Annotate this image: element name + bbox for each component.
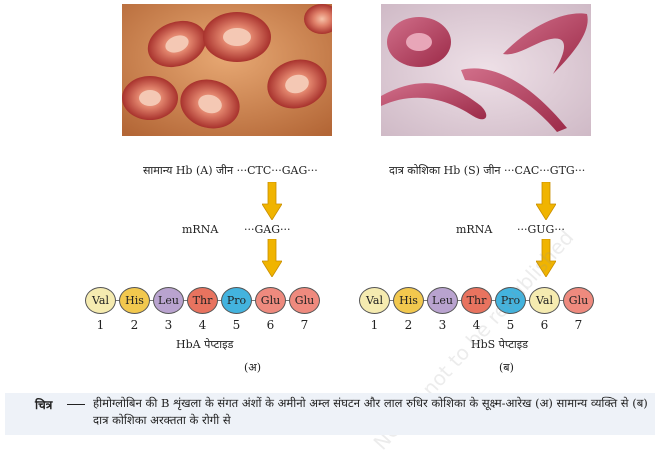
figure-caption: चित्र हीमोग्लोबिन की B शृंखला के संगत अं… — [5, 393, 655, 435]
residue-number: 2 — [130, 318, 139, 332]
residue-number: 5 — [232, 318, 241, 332]
residue-number: 1 — [370, 318, 379, 332]
sickle-gene-label: दात्र कोशिका Hb (S) जीन ···CAC···GTG··· — [389, 164, 586, 177]
residue-number: 3 — [438, 318, 447, 332]
rbc-cell — [267, 59, 327, 109]
residue-number: 7 — [574, 318, 583, 332]
sickle-cell — [503, 13, 588, 74]
normal-gene-label: सामान्य Hb (A) जीन ···CTC···GAG··· — [143, 164, 318, 177]
mrna-sequence-b: ···GUG··· — [517, 223, 565, 236]
mrna-sequence-a: ···GAG··· — [244, 223, 291, 236]
panel-b-tag: (ब) — [499, 361, 514, 374]
residue-number: 6 — [540, 318, 549, 332]
mrna-label-a: mRNA — [182, 223, 219, 236]
residue-glu: Glu — [563, 287, 594, 314]
residue-number: 3 — [164, 318, 173, 332]
residue-number: 7 — [300, 318, 309, 332]
residue-leu: Leu — [427, 287, 458, 314]
residue-number: 6 — [266, 318, 275, 332]
residue-number: 4 — [472, 318, 481, 332]
panel-a-tag: (अ) — [244, 361, 261, 374]
caption-text: हीमोग्लोबिन की B शृंखला के संगत अंशों के… — [93, 396, 648, 427]
hba-peptide-label: HbA पेप्टाइड — [176, 338, 234, 351]
mrna-label-b: mRNA — [456, 223, 493, 236]
residue-val: Val — [359, 287, 390, 314]
residue-number: 2 — [404, 318, 413, 332]
sickle-cell — [381, 83, 487, 120]
hbs-peptide-label: HbS पेप्टाइड — [471, 338, 529, 351]
residue-thr: Thr — [461, 287, 492, 314]
residue-thr: Thr — [187, 287, 218, 314]
residue-val: Val — [529, 287, 560, 314]
down-arrow-icon — [262, 239, 282, 277]
residue-his: His — [393, 287, 424, 314]
round-rbc-cell — [387, 17, 451, 67]
down-arrow-icon — [262, 182, 282, 220]
rbc-cell — [304, 4, 332, 34]
rbc-cell — [147, 20, 207, 68]
residue-number: 1 — [96, 318, 105, 332]
residue-glu: Glu — [289, 287, 320, 314]
rbc-cell — [203, 12, 271, 62]
caption-rule — [67, 404, 85, 405]
residue-number: 4 — [198, 318, 207, 332]
down-arrow-icon — [536, 182, 556, 220]
rbc-cell — [180, 79, 240, 129]
residue-number: 5 — [506, 318, 515, 332]
residue-his: His — [119, 287, 150, 314]
caption-title: चित्र — [35, 398, 53, 412]
down-arrow-icon — [536, 239, 556, 277]
residue-val: Val — [85, 287, 116, 314]
residue-glu: Glu — [255, 287, 286, 314]
sickle-rbc-micrograph — [381, 4, 591, 136]
residue-pro: Pro — [221, 287, 252, 314]
normal-rbc-micrograph — [122, 4, 332, 136]
residue-pro: Pro — [495, 287, 526, 314]
rbc-cell — [122, 76, 178, 120]
residue-leu: Leu — [153, 287, 184, 314]
sickle-cell — [461, 68, 567, 132]
